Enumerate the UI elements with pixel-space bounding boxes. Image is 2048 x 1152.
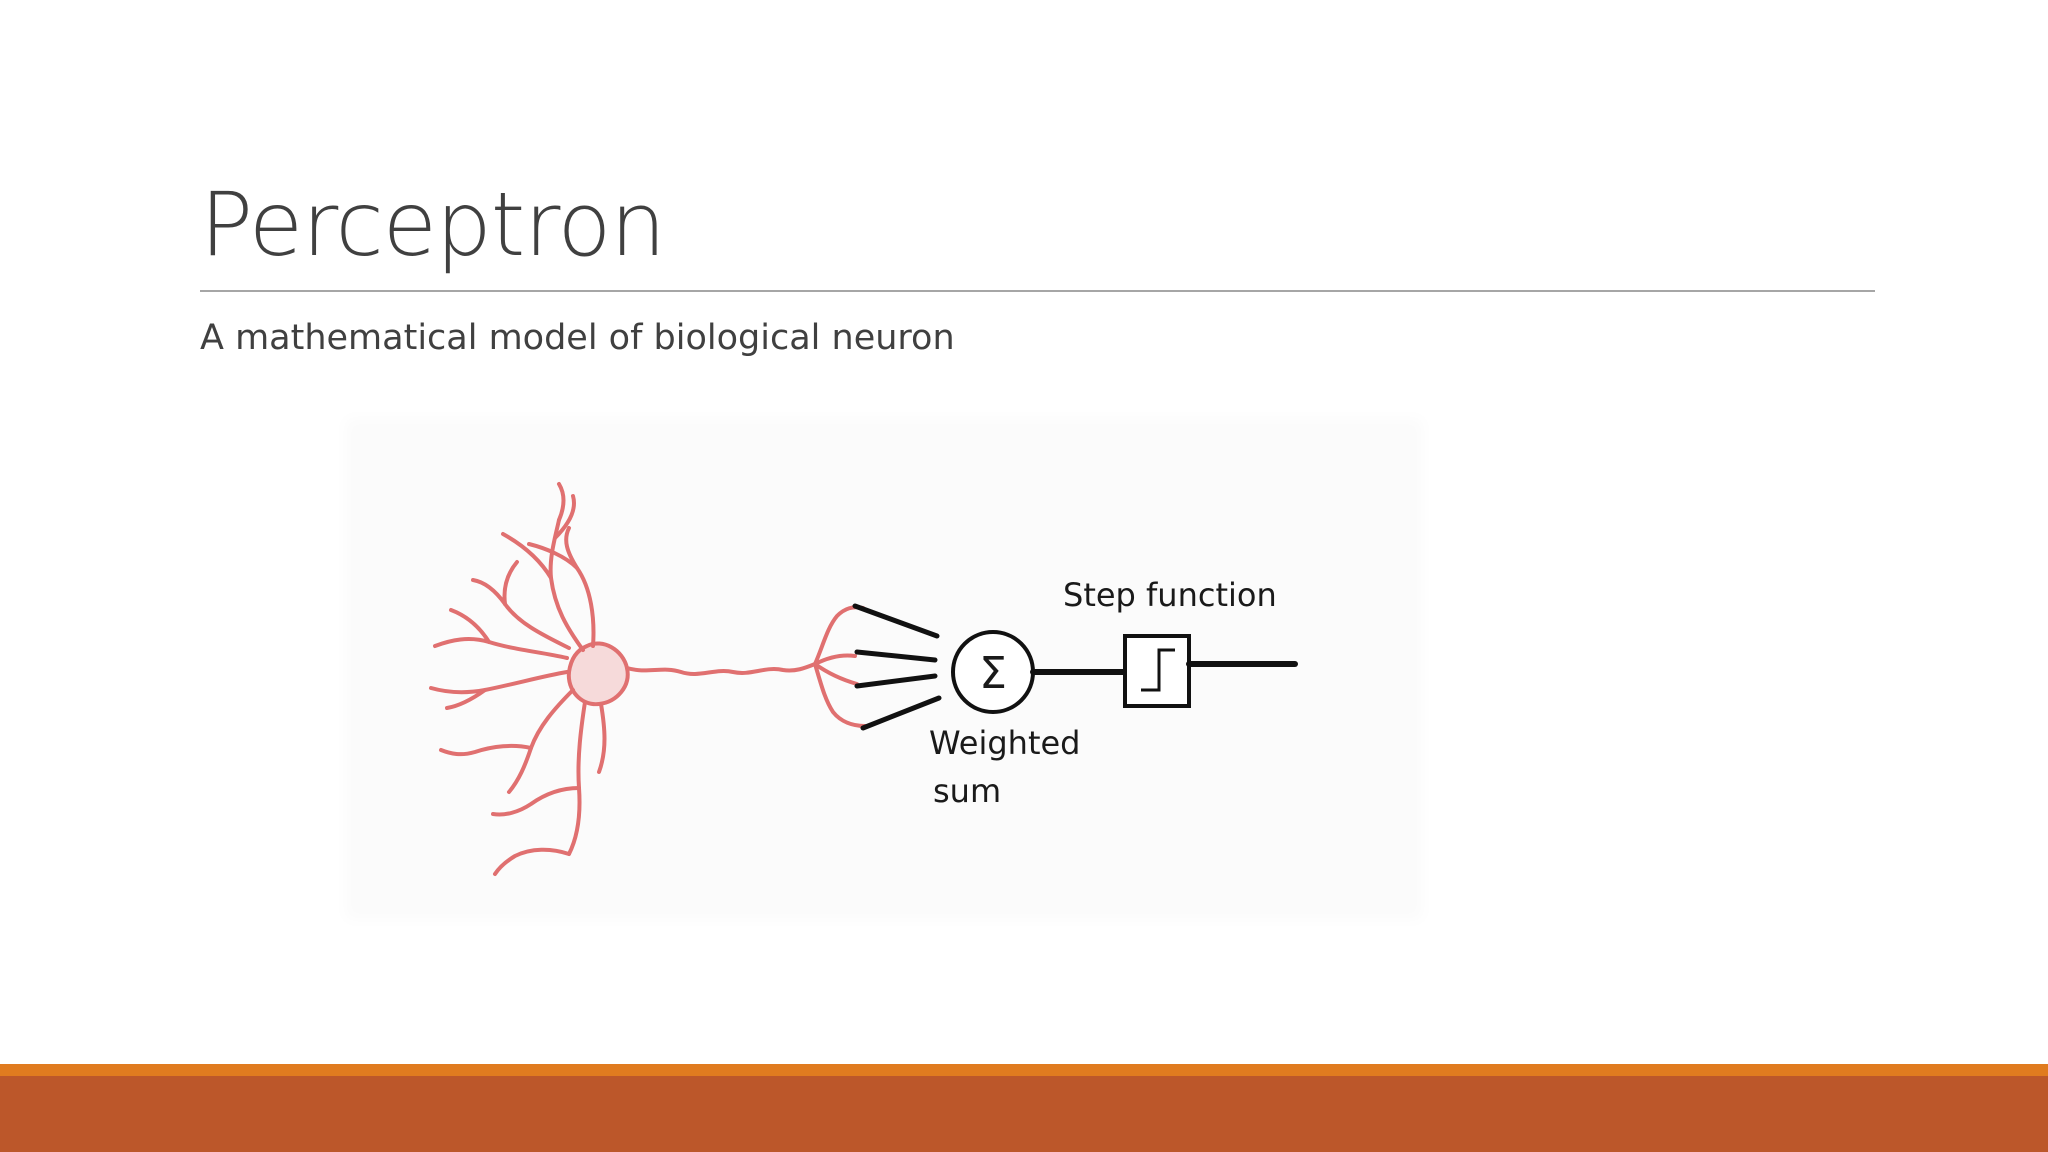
dendrite	[439, 743, 533, 757]
dendrite	[493, 847, 571, 876]
weighted-sum-label-line2: sum	[933, 772, 1001, 810]
step-function-icon	[1141, 648, 1175, 692]
step-function-label: Step function	[1063, 576, 1277, 614]
dendrite	[445, 688, 487, 710]
step-function-box	[1123, 634, 1191, 708]
slide-title: Perceptron	[200, 173, 666, 276]
dendrite	[449, 608, 491, 644]
axon-terminal	[813, 653, 857, 666]
input-line	[854, 673, 938, 689]
input-line	[854, 649, 938, 663]
dendrite	[553, 494, 576, 540]
dendrite	[433, 637, 569, 660]
slide-subtitle: A mathematical model of biological neuro…	[200, 318, 955, 358]
dendrite	[507, 688, 575, 794]
dendrite	[491, 786, 581, 817]
perceptron-diagram: Σ Step function Weighted sum	[429, 482, 1298, 876]
dendrite	[429, 670, 569, 695]
biological-neuron-drawing	[429, 482, 867, 876]
axon-terminal	[813, 662, 859, 686]
weighted-sum-label-line1: Weighted	[929, 724, 1080, 762]
footer-accent-stripe	[0, 1064, 2048, 1076]
perceptron-figure: Σ Step function Weighted sum	[355, 428, 1413, 910]
soma	[566, 641, 630, 707]
dendrite	[502, 560, 519, 606]
dendrite	[501, 532, 553, 580]
dendrite	[527, 542, 579, 570]
perceptron-model	[852, 603, 1298, 731]
title-divider	[200, 290, 1875, 292]
sigma-symbol: Σ	[979, 648, 1007, 699]
footer-bar	[0, 1076, 2048, 1152]
axon	[625, 662, 817, 676]
dendrite	[557, 482, 566, 522]
dendrite	[597, 702, 607, 774]
dendrite	[567, 700, 587, 856]
input-line	[852, 603, 940, 639]
axon-terminal	[813, 662, 867, 728]
input-line	[860, 695, 942, 731]
